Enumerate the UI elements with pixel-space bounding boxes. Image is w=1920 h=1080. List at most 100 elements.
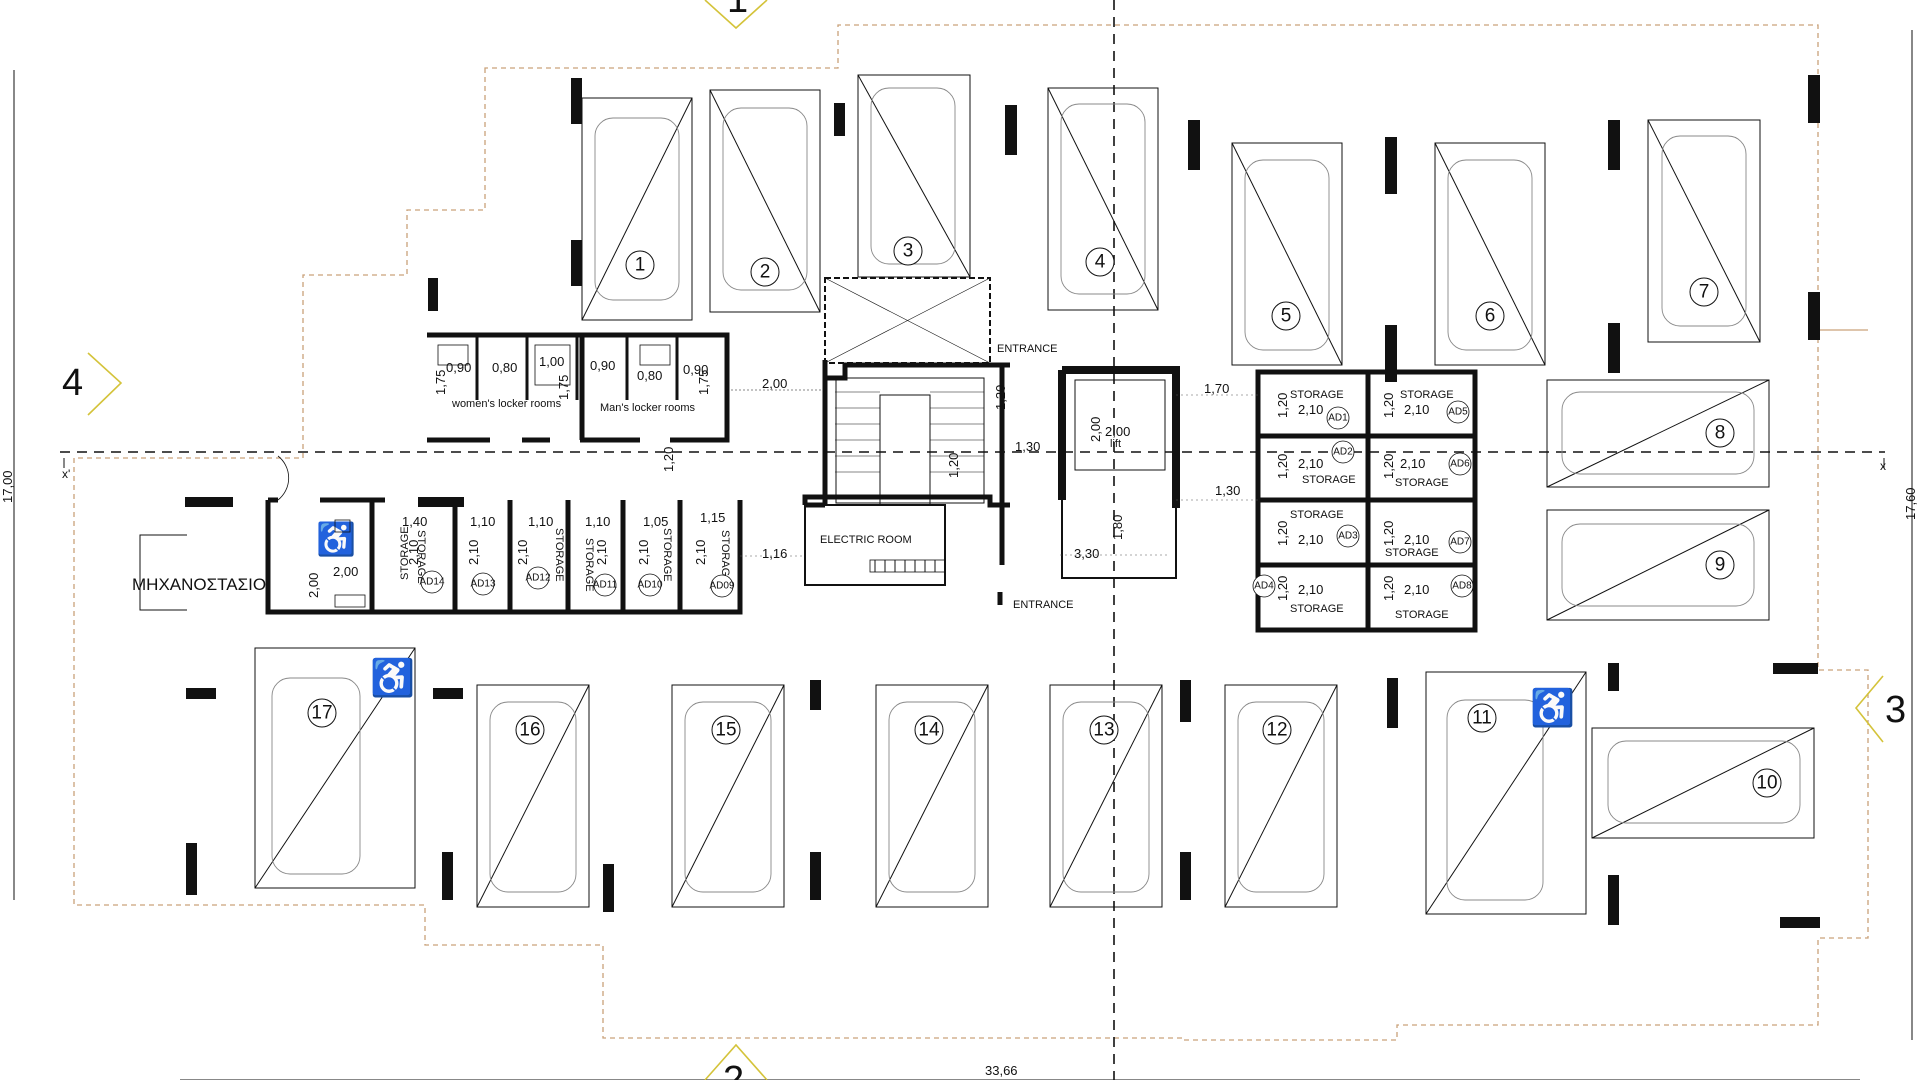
wc-depth-dim: 2,00 xyxy=(306,573,321,598)
corridor-dim: 2,00 xyxy=(762,376,787,391)
storage-label: STORAGE xyxy=(415,530,427,584)
storage-width-dim: 1,10 xyxy=(585,514,610,529)
storage-depth-dim: 1,20 xyxy=(1381,521,1396,546)
storage-depth-dim: 2,10 xyxy=(406,540,421,565)
svg-text:2: 2 xyxy=(723,1059,744,1080)
right-corridor-mid-dim: 1,30 xyxy=(1215,483,1240,498)
overall-width-dim: 33,66 xyxy=(985,1063,1018,1078)
car-outlines xyxy=(271,87,1801,901)
storage-width-dim: 2,10 xyxy=(1404,532,1429,547)
axis-mark-right: x xyxy=(1880,459,1886,473)
storage-width-dim: 2,10 xyxy=(1298,402,1323,417)
entrance-top-label: ENTRANCE xyxy=(997,343,1058,355)
storage-label: STORAGE xyxy=(399,526,411,580)
storage-label: STORAGE xyxy=(1395,477,1449,489)
storage-tag-ad2: AD2 xyxy=(1333,447,1353,458)
corridor-guides xyxy=(740,394,1258,557)
mens-locker-label: Man's locker rooms xyxy=(600,402,696,414)
lift-lobby-width-dim: 3,30 xyxy=(1074,546,1099,561)
locker-dim-4: 0,90 xyxy=(590,358,615,373)
space-11: 11 xyxy=(1472,708,1492,729)
lift-lobby-depth-dim: 1,80 xyxy=(1110,515,1125,540)
storage-tag-ad10: AD10 xyxy=(637,580,662,591)
storage-label: STORAGE xyxy=(1400,389,1454,401)
electric-room xyxy=(804,504,946,586)
storage-left-tags xyxy=(420,566,734,598)
storage-depth-dim: 2,10 xyxy=(594,540,609,565)
locker-rooms-block xyxy=(427,332,730,443)
storage-width-dim: 2,10 xyxy=(1298,582,1323,597)
storage-width-dim: 2,10 xyxy=(1400,456,1425,471)
locker-dim-1: 0,90 xyxy=(446,360,471,375)
stair-gap-dim: 1,30 xyxy=(1015,439,1040,454)
storage-right-block xyxy=(1255,369,1478,633)
storage-depth-dim: 2,10 xyxy=(636,540,651,565)
storage-tag-ad1: AD1 xyxy=(1328,413,1348,424)
storage-label: STORAGE xyxy=(1290,603,1344,615)
space-7: 7 xyxy=(1699,282,1710,303)
storage-label: STORAGE xyxy=(553,528,565,582)
storage-width-dim: 2,10 xyxy=(1298,456,1323,471)
storage-left-labels: 1,40 1,10 1,10 1,10 1,05 1,15 2,10 2,10 … xyxy=(399,510,731,592)
space-15: 15 xyxy=(715,720,736,741)
building-outline xyxy=(73,24,1869,1041)
space-3: 3 xyxy=(903,241,914,262)
storage-depth-dim: 1,20 xyxy=(1275,576,1290,601)
stair-landing-dim: 1,20 xyxy=(946,453,961,478)
parking-number-labels: 1 2 3 4 5 6 7 8 9 10 11 12 13 14 15 16 1… xyxy=(311,241,1777,794)
lift-label: lift xyxy=(1110,438,1121,450)
wc-width-dim: 2,00 xyxy=(333,564,358,579)
storage-width-dim: 2,10 xyxy=(1298,532,1323,547)
storage-label: STORAGE xyxy=(661,528,673,582)
storage-label: STORAGE xyxy=(583,538,595,592)
storage-label: STORAGE xyxy=(1290,509,1344,521)
locker-dim-6: 0,90 xyxy=(683,362,708,377)
space-13: 13 xyxy=(1093,720,1114,741)
wheelchair-icon: ♿ xyxy=(316,521,356,557)
space-5: 5 xyxy=(1281,306,1292,327)
storage-width-dim: 1,05 xyxy=(643,514,668,529)
storage-right-tags xyxy=(1252,400,1474,598)
storage-depth-dim: 1,20 xyxy=(1275,521,1290,546)
stair-core xyxy=(802,277,1010,605)
storage-label: STORAGE xyxy=(1302,474,1356,486)
entrance-bottom-label: ENTRANCE xyxy=(1013,599,1074,611)
storage-tag-ad09: AD09 xyxy=(709,581,734,592)
storage-width-dim: 1,10 xyxy=(528,514,553,529)
space-4: 4 xyxy=(1095,252,1106,273)
storage-width-dim: 1,40 xyxy=(402,514,427,529)
space-6: 6 xyxy=(1485,306,1496,327)
right-height-dim: 17,60 xyxy=(1903,487,1918,520)
right-corridor-top-dim: 1,70 xyxy=(1204,381,1229,396)
space-16: 16 xyxy=(519,720,540,741)
storage-tag-ad8: AD8 xyxy=(1452,581,1472,592)
womens-locker-label: women's locker rooms xyxy=(451,398,562,410)
storage-label: STORAGE xyxy=(719,530,731,584)
storage-width-dim: 1,10 xyxy=(470,514,495,529)
storage-width-dim: 2,10 xyxy=(1404,582,1429,597)
svg-text:4: 4 xyxy=(62,362,83,404)
lift-width-dim: 2,00 xyxy=(1105,424,1130,439)
wheelchair-icon: ♿ xyxy=(1530,687,1575,728)
storage-label: STORAGE xyxy=(1290,389,1344,401)
space-1: 1 xyxy=(635,255,646,276)
lift-core xyxy=(1058,366,1180,579)
storage-depth-dim: 1,20 xyxy=(1275,393,1290,418)
storage-depth-dim: 1,20 xyxy=(1381,454,1396,479)
storage-right-labels: STORAGE STORAGE STORAGE STORAGE STORAGE … xyxy=(1275,389,1454,621)
storage-tag-ad4: AD4 xyxy=(1254,581,1274,592)
section-marker-3: 3 xyxy=(1854,675,1906,743)
locker-dim-3: 1,00 xyxy=(539,354,564,369)
svg-text:3: 3 xyxy=(1885,689,1906,731)
storage-tag-ad5: AD5 xyxy=(1448,407,1468,418)
storage-depth-dim: 1,20 xyxy=(1275,454,1290,479)
left-height-dim: 17,00 xyxy=(0,470,15,503)
section-marker-4: 4 xyxy=(62,352,123,416)
storage-depth-dim: 1,20 xyxy=(1381,393,1396,418)
storage-width-dim: 1,15 xyxy=(700,510,725,525)
storage-label: STORAGE xyxy=(1395,609,1449,621)
storage-depth-dim: 1,20 xyxy=(1381,576,1396,601)
left-vertical-dim: 1,20 xyxy=(661,447,676,472)
columns xyxy=(185,75,1820,928)
locker-dim-2: 0,80 xyxy=(492,360,517,375)
